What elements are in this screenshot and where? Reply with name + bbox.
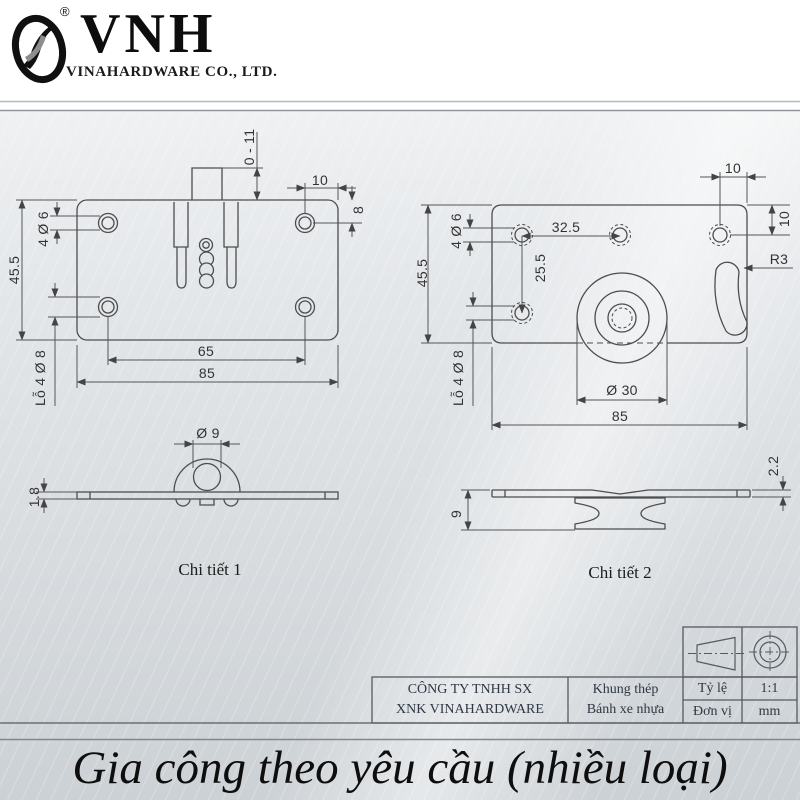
v2-dim-corner-y: 10 — [776, 210, 792, 228]
v2-dim-spacing-y: 25.5 — [532, 253, 548, 283]
v2-dim-slot-radius: R3 — [769, 251, 789, 267]
registered-trademark: ® — [60, 4, 70, 19]
company-line2: XNK VINAHARDWARE — [396, 702, 544, 717]
v2-dim-thickness: 2.2 — [765, 455, 781, 477]
v2-dim-wheel-dia: Ø 30 — [606, 382, 638, 398]
v2-dim-height: 45.5 — [414, 258, 430, 288]
v2-dim-holes: 4 Ø 6 — [448, 213, 464, 249]
v2-dim-spacing-x: 32.5 — [551, 219, 581, 235]
view1-caption: Chi tiết 1 — [178, 560, 242, 579]
v1-dim-holes: 4 Ø 6 — [35, 211, 51, 247]
title-block-company: CÔNG TY TNHH SX XNK VINAHARDWARE — [372, 677, 568, 723]
v2-dim-wheel-height: 9 — [448, 509, 464, 519]
view2-caption: Chi tiết 2 — [588, 563, 652, 582]
v1-dim-width: 85 — [198, 365, 216, 381]
brand-wordmark: VNH — [80, 3, 217, 65]
company-line1: CÔNG TY TNHH SX — [407, 682, 533, 697]
unit-label: Đơn vị — [693, 703, 732, 719]
v2-dim-holes-note: Lỗ 4 Ø 8 — [450, 349, 466, 407]
unit-value: mm — [758, 703, 781, 719]
v2-dim-corner-x: 10 — [724, 160, 742, 176]
material-line2: Bánh xe nhựa — [586, 702, 665, 717]
v1-dim-thickness: 1.8 — [26, 486, 42, 508]
scale-value: 1:1 — [760, 680, 779, 696]
v1-dim-spacing: 65 — [197, 343, 215, 359]
footer-slogan: Gia công theo yêu cầu (nhiều loại) — [72, 742, 728, 794]
material-line1: Khung thép — [592, 682, 659, 697]
title-block-material: Khung thép Bánh xe nhựa — [568, 677, 683, 723]
v1-dim-height: 45.5 — [6, 255, 22, 285]
v1-dim-pin-travel: 0 - 11 — [241, 128, 257, 166]
header: ® VNH VINAHARDWARE CO., LTD. — [0, 0, 800, 101]
v1-dim-corner-x: 10 — [311, 172, 329, 188]
v1-dim-corner-y: 8 — [350, 205, 366, 215]
v1-dim-holes-note: Lỗ 4 Ø 8 — [32, 349, 48, 407]
scale-label: Tỷ lệ — [697, 680, 728, 696]
vnh-logo-icon — [11, 14, 67, 84]
v2-dim-width: 85 — [611, 408, 629, 424]
brand-company-name: VINAHARDWARE CO., LTD. — [66, 64, 278, 80]
v1-dim-boss-dia: Ø 9 — [196, 425, 220, 441]
